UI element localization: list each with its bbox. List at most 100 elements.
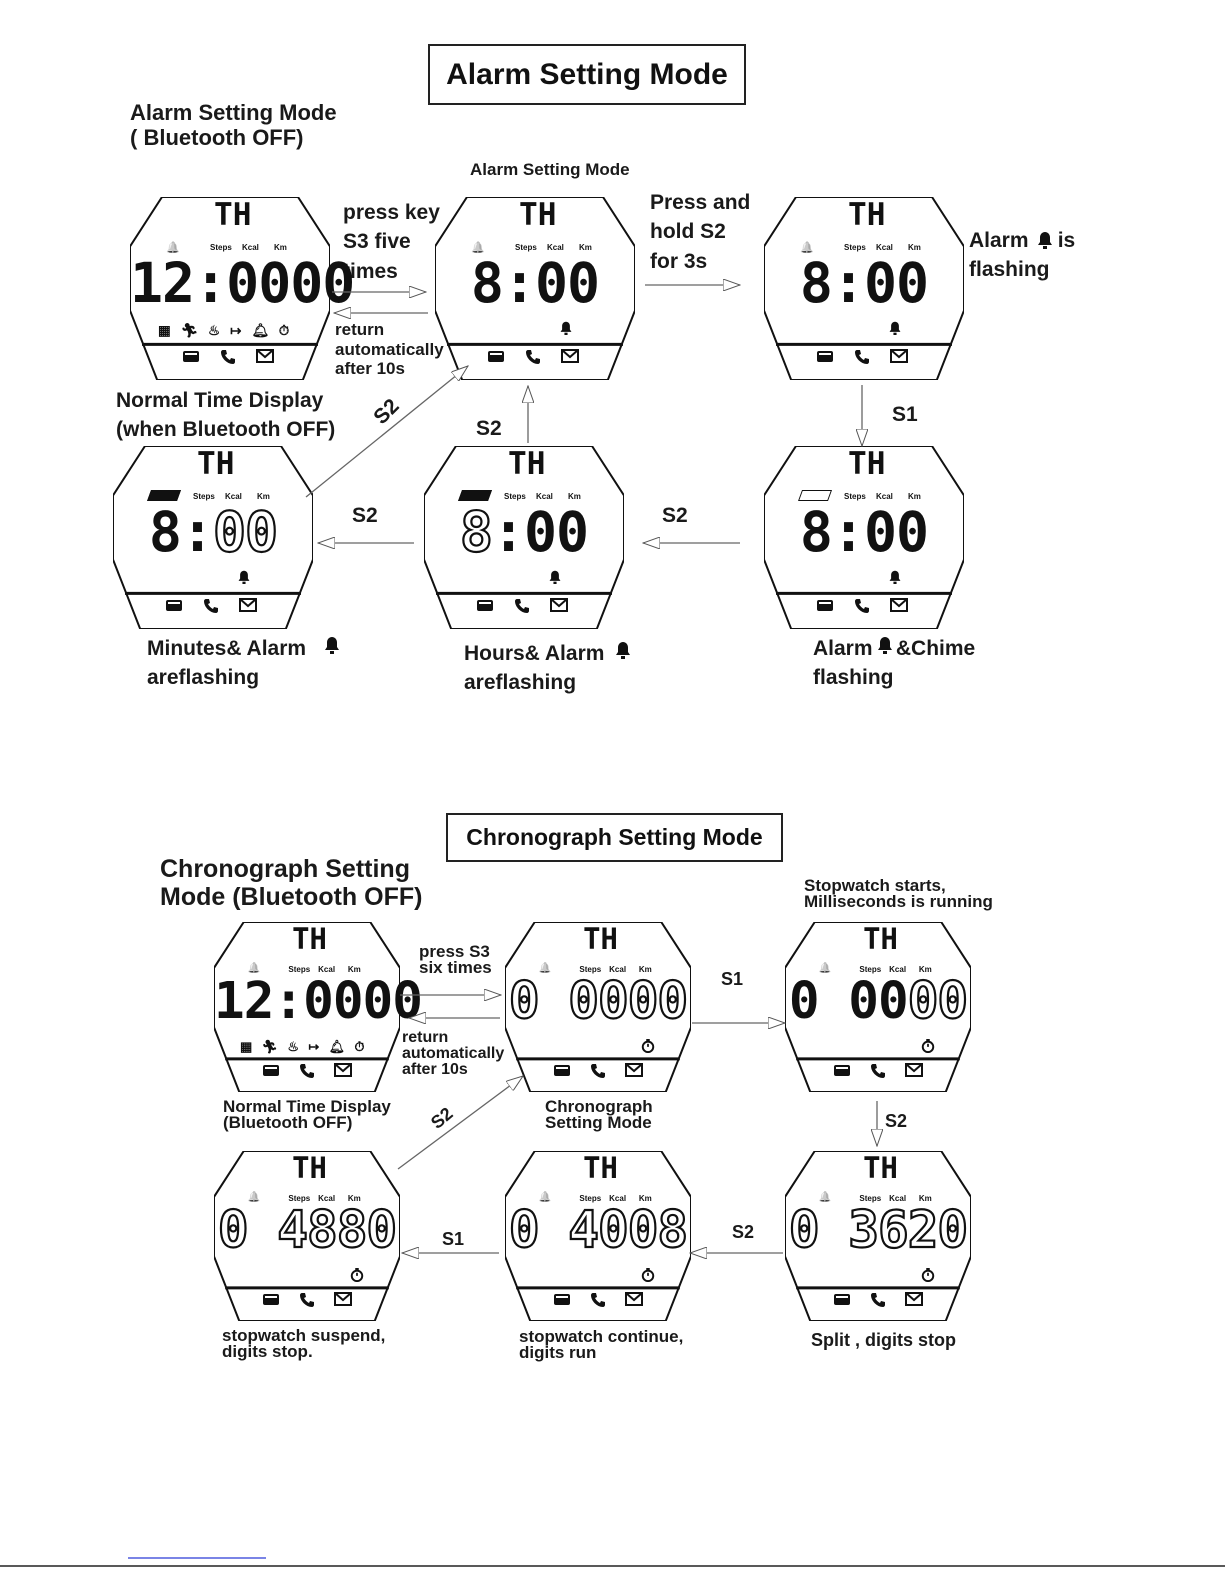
mail-icon — [624, 1292, 643, 1307]
flame-icon: ♨ — [208, 323, 224, 339]
km-label: Km — [638, 964, 652, 974]
phone-icon — [204, 598, 218, 613]
chrono-title: Chronograph Setting Mode — [466, 824, 763, 850]
calendar-icon: ▦ — [240, 1039, 256, 1055]
arrow — [397, 1076, 523, 1170]
bell-icon — [614, 640, 632, 665]
message-icon — [834, 1294, 851, 1306]
bell-icon: 🔔︎ — [328, 1039, 348, 1055]
km-label: Km — [908, 491, 921, 501]
alarm-normal-caption: Normal Time Display (when Bluetooth OFF) — [116, 389, 336, 442]
mail-icon — [550, 597, 568, 612]
watch-digits: 0 0000 — [785, 975, 971, 1028]
message-icon — [554, 1294, 571, 1306]
phone-icon — [855, 349, 869, 364]
vibrate-icon: 🔔 — [818, 962, 832, 974]
watch-th-label: TH — [583, 1151, 618, 1185]
phone-icon — [590, 1293, 605, 1308]
flame-icon: ♨ — [287, 1039, 302, 1055]
notification-icon-row — [487, 348, 579, 365]
message-icon — [817, 599, 833, 611]
watch-case — [214, 922, 400, 1092]
message-icon — [263, 1065, 280, 1077]
chrono-suspend-caption: stopwatch suspend, digits stop. — [222, 1326, 386, 1362]
watch-th-label: TH — [214, 197, 252, 233]
steps-label: Steps — [504, 491, 526, 501]
stopwatch-icon — [641, 1039, 655, 1058]
digits-primary: 0 3620 — [788, 1201, 969, 1261]
chrono-press-s3-label: press S3 six times — [419, 942, 492, 978]
steps-label: Steps — [844, 491, 866, 501]
steps-label: Steps — [859, 964, 882, 974]
chrono-s1-top-label: S1 — [721, 969, 744, 989]
mail-icon — [904, 1063, 923, 1078]
vibrate-icon: 🔔 — [538, 1191, 552, 1203]
notification-icon-row — [553, 1063, 643, 1079]
vibrate-icon: 🔔 — [247, 1191, 261, 1203]
bell-icon — [548, 569, 562, 590]
km-label: Km — [568, 491, 581, 501]
bell-icon — [888, 569, 902, 590]
watch-case — [785, 922, 971, 1092]
notification-icon-row — [833, 1063, 923, 1079]
run-icon: 🏃︎ — [180, 323, 202, 339]
steps-label: Steps — [193, 491, 215, 501]
km-label: Km — [918, 964, 932, 974]
message-icon — [554, 1065, 571, 1077]
digits-primary: 8:00 — [799, 499, 929, 564]
phone-icon — [299, 1293, 314, 1308]
mail-icon — [256, 348, 274, 363]
notification-icon-row — [833, 1292, 923, 1308]
notification-icon-row — [182, 348, 274, 365]
kcal-label: Kcal — [876, 491, 893, 501]
chrono-title-box: Chronograph Setting Mode — [446, 813, 783, 862]
alarm-s2-left2-label: S2 — [662, 504, 688, 527]
alarm-hours-caption: Hours& Alarm areflashing — [464, 642, 605, 695]
arrow — [305, 366, 468, 498]
steps-label: Steps — [579, 964, 602, 974]
steps-label: Steps — [515, 242, 537, 252]
vibrate-icon: 🔔 — [247, 962, 261, 974]
alarm-s2-left1-label: S2 — [352, 504, 378, 527]
mail-icon — [624, 1063, 643, 1078]
watch-th-label: TH — [848, 446, 886, 482]
message-icon — [834, 1065, 851, 1077]
phone-icon — [299, 1064, 314, 1079]
alarm-press-s3-label: press key S3 five times — [343, 201, 440, 283]
run-icon: 🏃︎ — [261, 1039, 281, 1055]
watch-case — [505, 922, 691, 1092]
bell-icon — [559, 320, 573, 341]
chrono-s1-left-label: S1 — [442, 1229, 465, 1249]
watch-th-label: TH — [519, 197, 557, 233]
digits-primary: 12:0000 — [130, 250, 355, 315]
message-icon — [166, 599, 182, 611]
notification-icon-row — [262, 1063, 352, 1079]
kcal-label: Kcal — [225, 491, 242, 501]
watch-th-label: TH — [292, 1151, 327, 1185]
stopwatch-icon — [921, 1039, 935, 1058]
bell-icon — [237, 569, 251, 590]
calendar-icon: ▦ — [158, 323, 174, 339]
mail-icon — [890, 597, 908, 612]
kcal-label: Kcal — [876, 242, 893, 252]
notification-icon-row — [553, 1292, 643, 1308]
chrono-normal-caption: Normal Time Display (Bluetooth OFF) — [223, 1097, 391, 1133]
stopwatch-icon — [641, 1268, 655, 1287]
notification-icon-row — [816, 597, 908, 614]
watch-case — [130, 197, 330, 380]
mail-icon — [904, 1292, 923, 1307]
kcal-label: Kcal — [609, 964, 627, 974]
phone-icon — [221, 349, 235, 364]
watch-th-label: TH — [863, 1151, 898, 1185]
mail-icon — [333, 1292, 352, 1307]
bell-icon — [876, 635, 894, 660]
